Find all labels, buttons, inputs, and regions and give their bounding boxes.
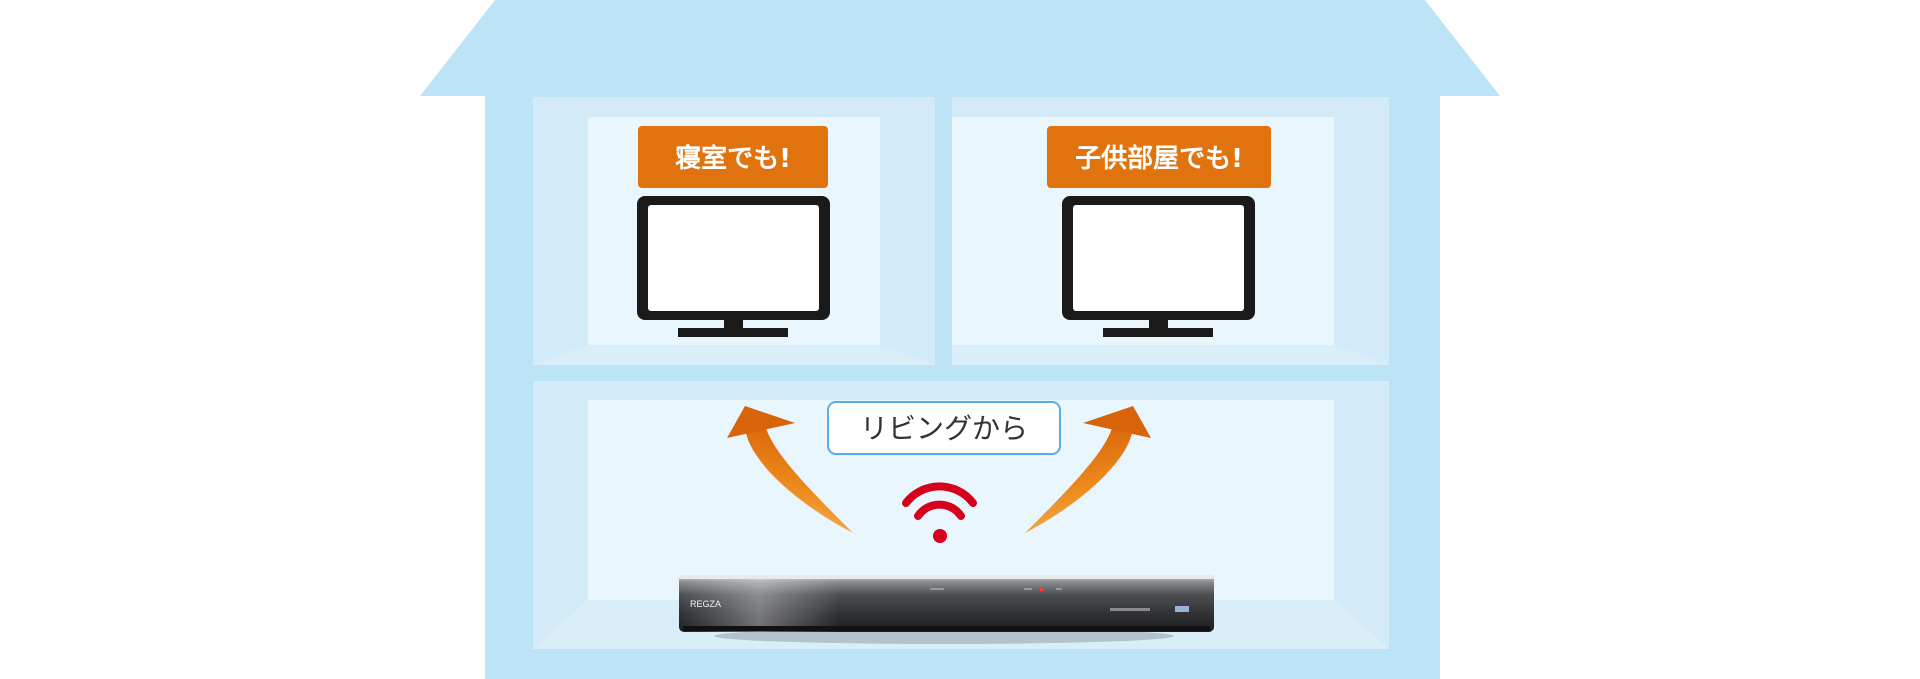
kids-room-label-text: 子供部屋でも! xyxy=(1075,144,1243,174)
arrow-to-bedroom xyxy=(727,406,853,533)
tv-bedroom xyxy=(637,196,830,337)
tv-kids-room xyxy=(1062,196,1255,337)
wifi-icon xyxy=(902,482,977,543)
arrow-to-kids-room xyxy=(1025,406,1151,533)
bedroom-label-text: 寝室でも! xyxy=(675,143,791,174)
living-callout-text: リビングから xyxy=(860,412,1028,445)
recorder-brand-text: REGZA xyxy=(690,599,721,609)
recorder-indicator-red xyxy=(1040,588,1043,591)
recorder-device: REGZA xyxy=(679,575,1214,644)
living-callout: リビングから xyxy=(827,401,1061,455)
bedroom-label: 寝室でも! xyxy=(638,126,828,188)
house-roof xyxy=(420,0,1500,96)
kids-room-label: 子供部屋でも! xyxy=(1047,126,1271,188)
